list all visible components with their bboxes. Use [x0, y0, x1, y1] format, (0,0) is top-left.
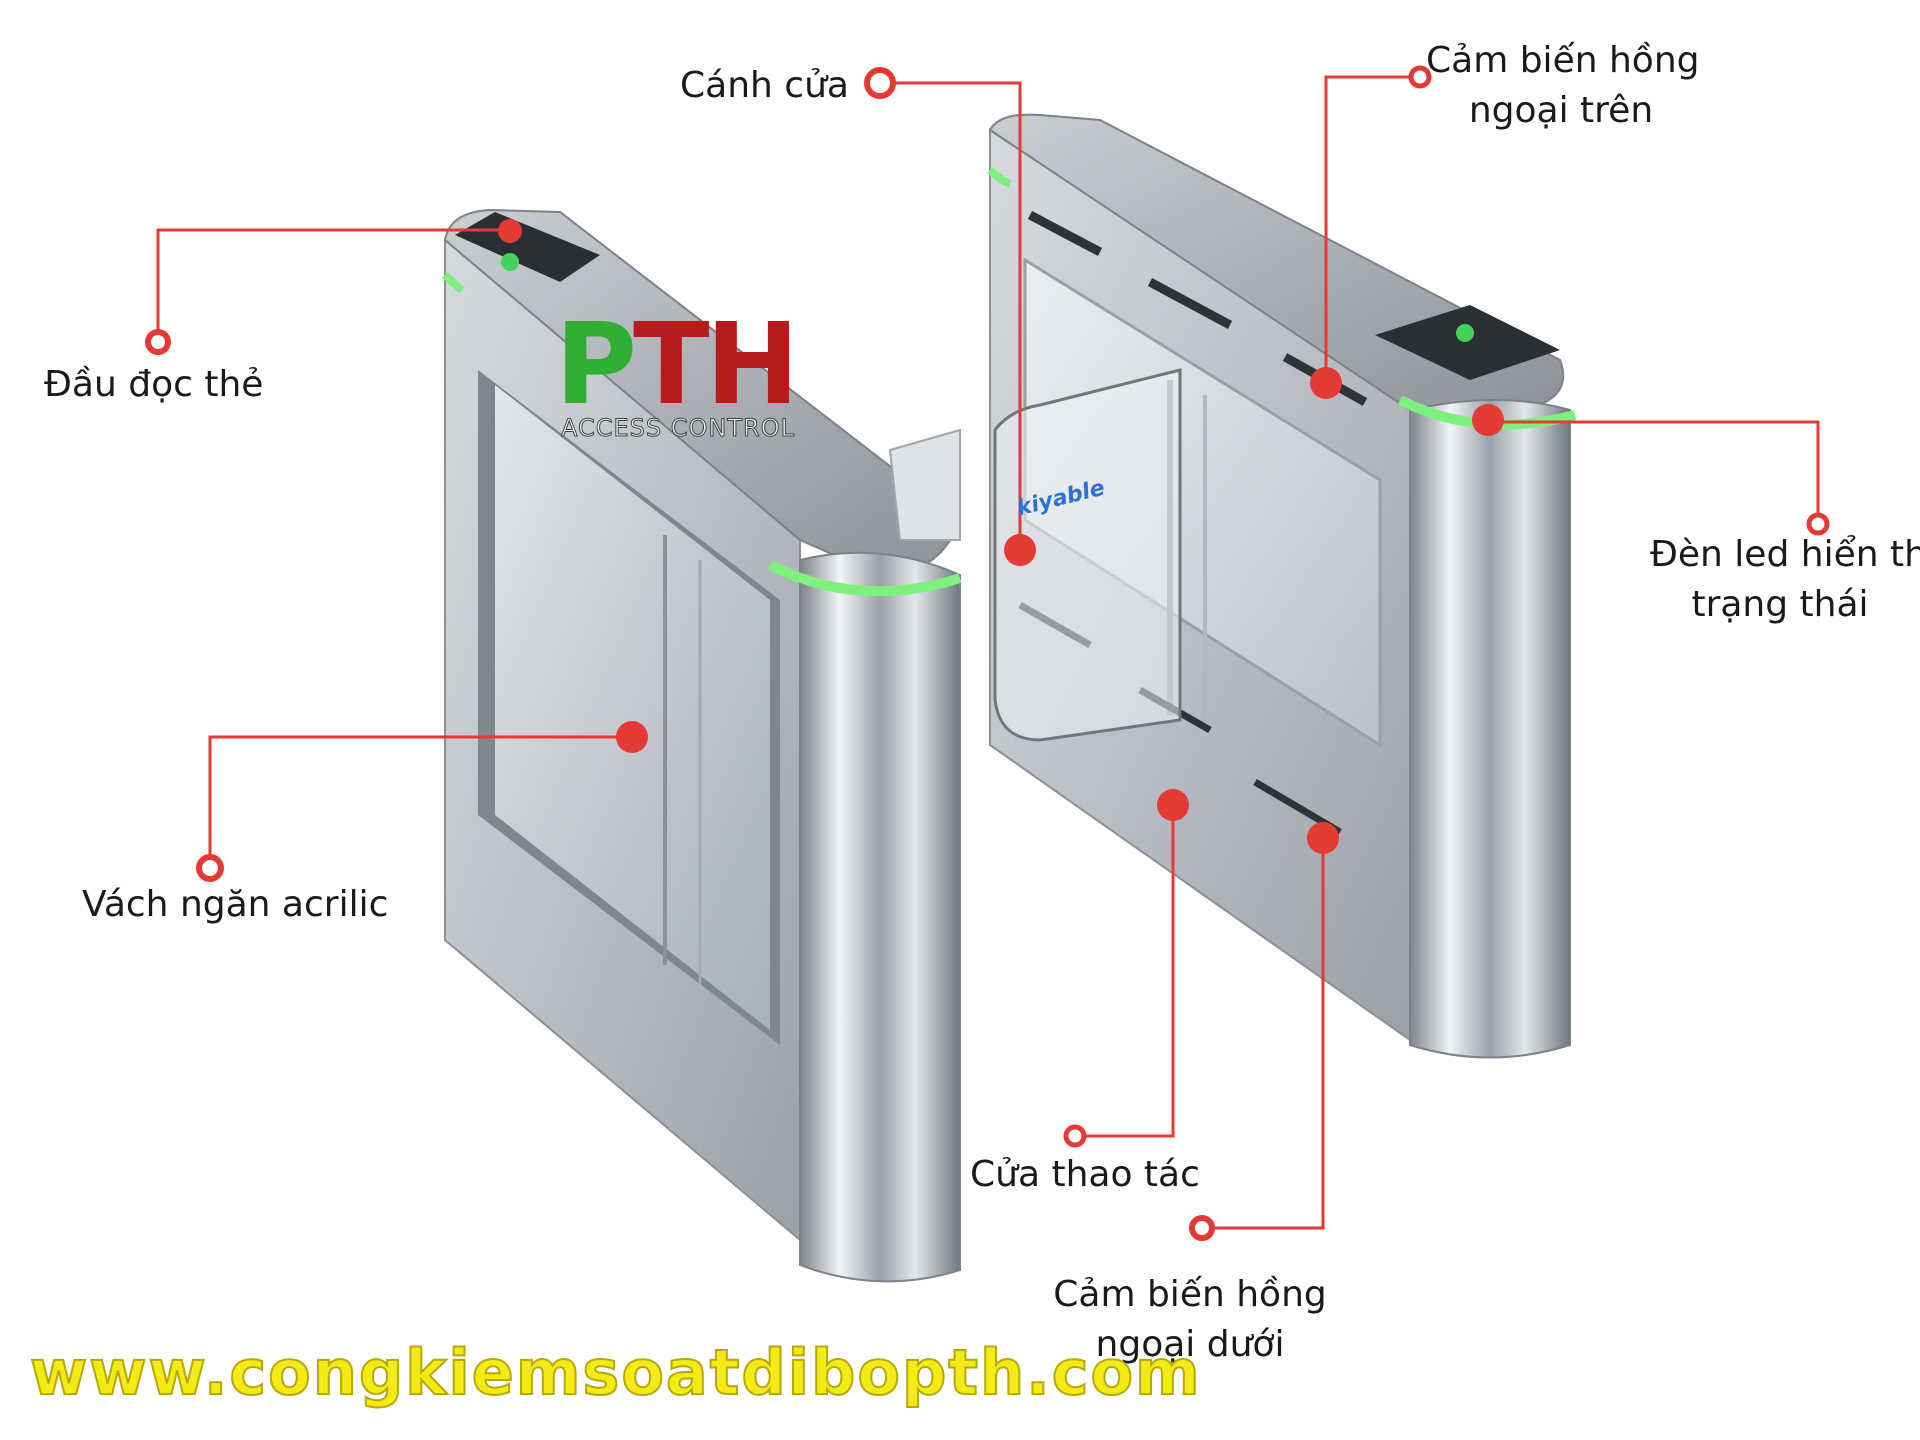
callout-dot-acrylic — [616, 721, 648, 753]
callout-line-ir-top — [1324, 75, 1420, 383]
logo-subtitle: ACCESS CONTROL — [561, 414, 795, 443]
label-ir-top-line2: ngoại trên — [1468, 90, 1654, 131]
callout-dot-door-wing — [1004, 534, 1036, 566]
label-led-line2: trạng thái — [1691, 584, 1869, 625]
logo-mark-th: TH — [633, 300, 799, 430]
label-ir-top: Cảm biến hồng ngoại trên — [1426, 36, 1700, 136]
left-led-strip — [767, 560, 962, 597]
callouts — [145, 65, 1830, 1241]
label-led: Đèn led hiển thị trạng thái — [1650, 530, 1920, 630]
callout-ring-acrylic — [196, 854, 224, 882]
callout-line-door-wing — [880, 81, 1022, 550]
website-url: www.congkiemsoatdibopth.com — [29, 1335, 1202, 1410]
right-door-wing — [993, 368, 1182, 742]
right-reader-panel — [1375, 305, 1560, 380]
callout-dot-ir-bottom — [1307, 822, 1339, 854]
label-ir-top-line1: Cảm biến hồng — [1426, 40, 1700, 81]
callout-ring-service-door — [1063, 1124, 1087, 1148]
label-ir-bottom: Cảm biến hồng ngoại dưới — [1050, 1270, 1330, 1370]
label-service-door: Cửa thao tác — [970, 1154, 1200, 1195]
label-door-wing: Cánh cửa — [680, 65, 849, 106]
label-acrylic: Vách ngăn acrilic — [82, 884, 389, 925]
callout-line-acrylic — [208, 735, 632, 865]
status-icon — [501, 253, 519, 271]
logo-mark-p: P — [555, 300, 637, 430]
callout-line-card-reader — [156, 228, 510, 338]
callout-ring-led — [1806, 512, 1830, 536]
callout-dot-led — [1472, 404, 1504, 436]
callout-dot-service-door — [1157, 789, 1189, 821]
pth-logo-mark: PTH — [555, 309, 799, 421]
label-ir-bottom-line1: Cảm biến hồng — [1053, 1274, 1327, 1315]
label-led-line1: Đèn led hiển thị — [1650, 534, 1920, 575]
callout-ring-ir-bottom — [1189, 1215, 1215, 1241]
left-pillar — [799, 551, 961, 1283]
left-wing-edge — [888, 428, 961, 541]
right-pillar — [1409, 399, 1571, 1059]
right-cabinet — [987, 113, 1577, 1059]
callout-ring-door-wing — [864, 67, 896, 99]
label-ir-bottom-line2: ngoại dưới — [1095, 1324, 1285, 1365]
pth-logo: PTH ACCESS CONTROL — [555, 309, 825, 450]
callout-ring-ir-top — [1408, 65, 1432, 89]
callout-dot-ir-top — [1310, 367, 1342, 399]
callout-line-service-door — [1075, 805, 1175, 1138]
callout-line-led — [1488, 420, 1820, 523]
callout-ring-card-reader — [145, 329, 171, 355]
left-cabinet — [442, 208, 962, 1283]
label-card-reader: Đầu đọc thẻ — [44, 364, 264, 405]
callout-line-ir-bottom — [1202, 838, 1325, 1230]
